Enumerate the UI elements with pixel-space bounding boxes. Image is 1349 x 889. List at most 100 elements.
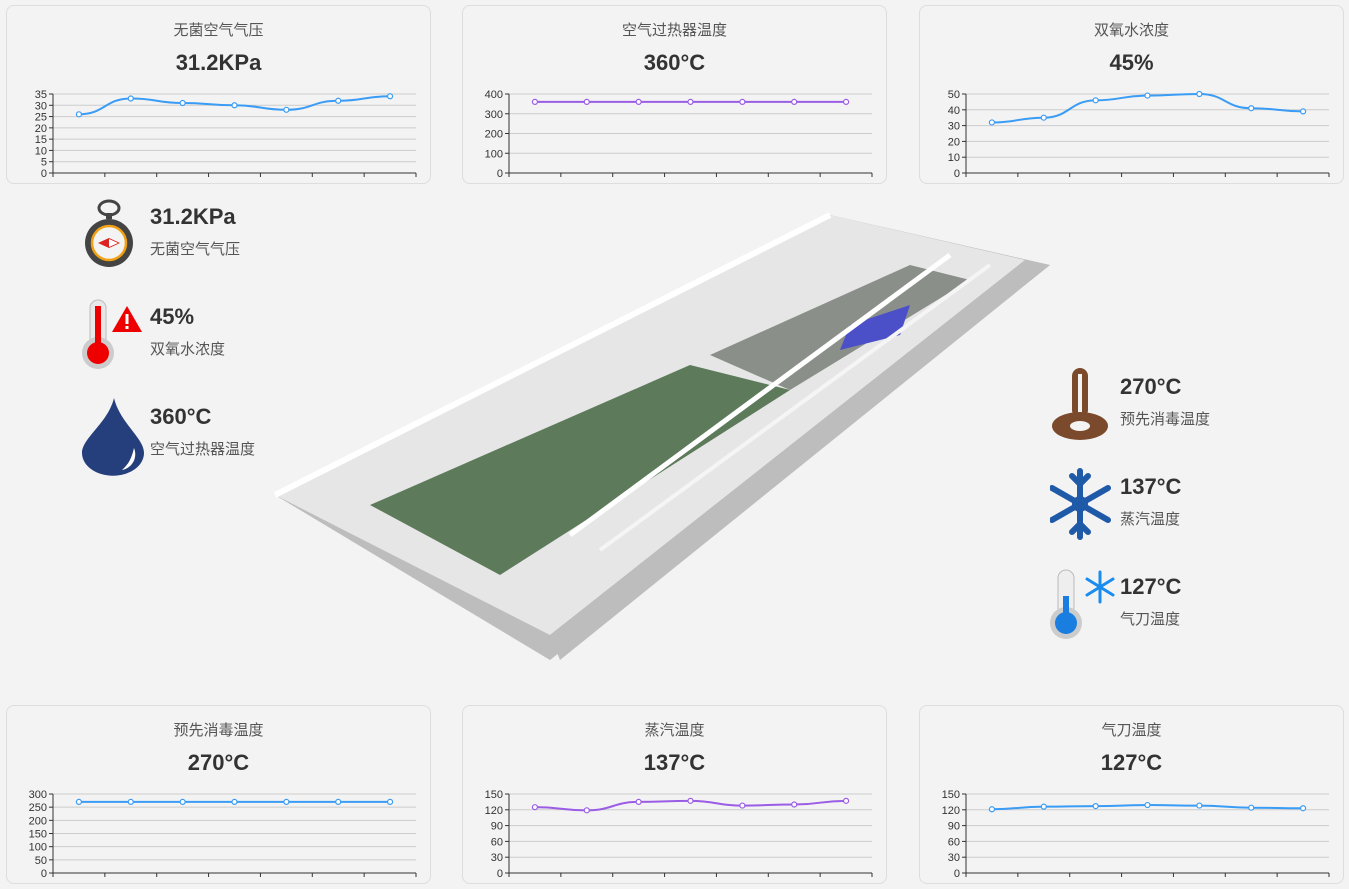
data-point [791,801,798,808]
y-tick-label: 40 [948,105,960,117]
data-point [583,98,590,105]
water-drop-icon [82,398,144,476]
stat-value: 31.2KPa [150,204,236,229]
card-value: 360°C [643,50,706,75]
data-point [1040,114,1047,121]
data-point [842,797,850,804]
y-tick-label: 5 [41,157,47,169]
data-point [1196,90,1203,98]
data-point [335,97,342,104]
data-point [531,98,539,105]
data-point [127,798,134,805]
card-title: 无菌空气气压 [173,22,264,39]
y-tick-label: 0 [497,168,503,180]
factory-3d-model [273,212,1050,660]
chart-card-air-heater-temp: 空气过热器温度 360°C 0 100 200 300 400 [462,5,887,184]
stat-label: 无菌空气气压 [150,241,241,258]
data-point [1299,805,1307,812]
data-point [739,98,746,105]
card-value: 45% [1109,50,1154,75]
y-tick-label: 100 [29,842,47,854]
y-tick-label: 60 [491,836,503,848]
data-point [1299,108,1307,115]
data-point [988,806,996,813]
y-tick-label: 30 [948,121,960,133]
thermometer-warning-icon [82,299,142,369]
card-value: 31.2KPa [175,50,262,75]
data-point [842,98,850,105]
y-tick-label: 0 [954,168,960,180]
y-tick-label: 150 [485,789,503,801]
data-point [335,798,342,805]
y-tick-label: 15 [35,134,47,146]
y-tick-label: 250 [29,802,47,814]
y-tick-label: 400 [485,89,503,101]
y-tick-label: 30 [35,100,47,112]
y-tick-label: 150 [29,829,47,841]
y-tick-label: 10 [948,152,960,164]
y-tick-label: 200 [29,815,47,827]
data-point [231,798,238,805]
data-point [179,99,186,107]
y-tick-label: 150 [942,789,960,801]
data-point [635,98,642,105]
snowflake-icon [1050,468,1111,540]
stat-air-heater: 360°C 空气过热器温度 [80,398,255,478]
card-value: 127°C [1100,750,1163,775]
y-tick-label: 30 [491,852,503,864]
data-point [1092,803,1099,810]
card-title: 气刀温度 [1101,722,1162,739]
y-tick-label: 10 [35,145,47,157]
y-tick-label: 100 [485,148,503,160]
y-tick-label: 0 [41,868,47,880]
card-value: 137°C [643,750,706,775]
card-title: 蒸汽温度 [644,722,705,739]
y-tick-label: 30 [948,852,960,864]
stat-presterilize: 270°C 预先消毒温度 [1050,368,1210,448]
card-title: 空气过热器温度 [621,22,727,39]
data-point [283,106,290,113]
data-point [635,798,642,805]
y-tick-label: 50 [35,855,47,867]
data-point [75,798,83,805]
stat-air-knife: 127°C 气刀温度 [1050,568,1181,648]
y-tick-label: 60 [948,836,960,848]
stat-value: 360°C [150,404,212,429]
y-tick-label: 90 [491,821,503,833]
data-point [687,98,694,105]
data-point [231,102,238,109]
data-point [988,119,996,126]
stat-value: 127°C [1120,574,1182,599]
line-chart: 0 100 200 300 400 [485,89,873,180]
y-tick-label: 200 [485,129,503,141]
y-tick-label: 25 [35,112,47,124]
card-title: 预先消毒温度 [173,722,264,739]
y-tick-label: 90 [948,821,960,833]
thermometer-cold-icon [1050,569,1115,639]
y-tick-label: 20 [948,136,960,148]
data-point [75,111,83,118]
data-point [1092,97,1099,104]
data-point [179,798,186,805]
data-point [739,802,746,809]
data-point [687,797,694,804]
y-tick-label: 300 [485,109,503,121]
stat-air-pressure: 31.2KPa 无菌空气气压 [80,198,240,278]
data-point [583,807,590,814]
data-point [1144,801,1151,809]
data-point [531,804,539,811]
y-tick-label: 0 [41,168,47,180]
stat-value: 45% [150,304,195,329]
data-point [1040,803,1047,810]
y-tick-label: 35 [35,89,47,101]
y-tick-label: 20 [35,123,47,135]
